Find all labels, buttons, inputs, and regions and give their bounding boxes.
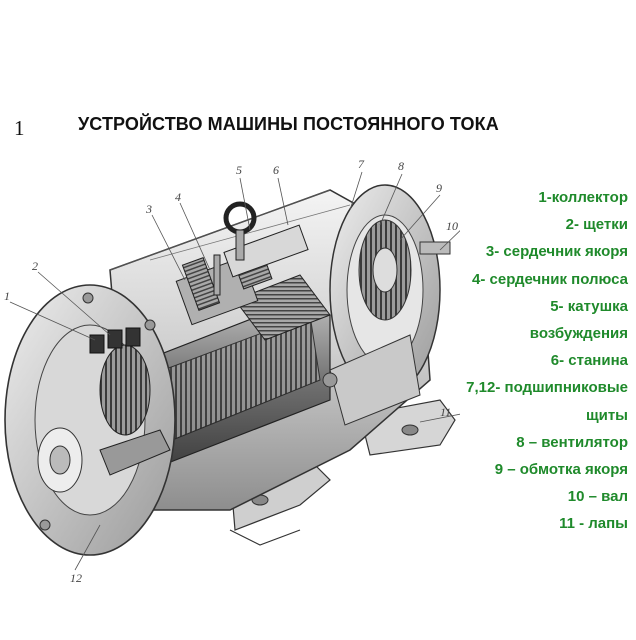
shaft-end: [419, 241, 451, 255]
page-title: УСТРОЙСТВО МАШИНЫ ПОСТОЯННОГО ТОКА: [78, 114, 499, 134]
fan: [358, 219, 412, 321]
callout-8: 8: [398, 159, 404, 173]
legend-item-shaft: 10 – вал: [567, 488, 628, 506]
terminal-box: [322, 334, 421, 426]
legend-item-field-coil: 5- катушка: [550, 297, 628, 315]
callout-leaders: [9, 171, 460, 571]
callout-5: 5: [236, 163, 242, 177]
dc-machine-cutaway-drawing: 1 2 3 4 5 6 7 8 9 10 11 12: [4, 157, 460, 585]
callout-11: 11: [440, 405, 451, 419]
legend-item-collector: 1-коллектор: [538, 189, 628, 206]
legend-item-brushes: 2- щетки: [565, 216, 628, 234]
callout-2: 2: [32, 259, 38, 273]
callout-9: 9: [436, 181, 442, 195]
legend-item-armature-winding: 9 – обмотка якоря: [494, 460, 628, 478]
parts-legend: 1-коллектор 2- щетки 3- сердечник якоря …: [408, 184, 628, 537]
legend-item-field-coil-cont: возбуждения: [529, 324, 628, 342]
lifting-eye-bolt: [213, 201, 257, 296]
callout-10: 10: [446, 219, 458, 233]
callout-4: 4: [175, 190, 181, 204]
callout-12: 12: [70, 571, 82, 585]
legend-item-feet: 11 - лапы: [559, 515, 628, 533]
legend-item-fan: 8 – вентилятор: [516, 433, 628, 451]
callout-3: 3: [145, 202, 152, 216]
callout-labels: 1 2 3 4 5 6 7 8 9 10 11 12: [4, 157, 458, 585]
callout-7: 7: [358, 157, 365, 171]
legend-item-bearing-shields: 7,12- подшипниковые: [466, 379, 628, 397]
front-bearing-shield: [4, 284, 176, 556]
legend-item-bearing-shields-cont: щиты: [585, 406, 628, 424]
callout-1: 1: [4, 289, 10, 303]
legend-item-armature-core: 3- сердечник якоря: [485, 243, 628, 261]
rear-bearing-shield: [329, 184, 451, 396]
callout-6: 6: [273, 163, 279, 177]
legend-item-frame: 6- станина: [550, 352, 628, 370]
legend-item-pole-core: 4- сердечник полюса: [472, 270, 628, 288]
collector-and-brushes: [89, 327, 171, 476]
page-number: 1: [14, 116, 25, 140]
